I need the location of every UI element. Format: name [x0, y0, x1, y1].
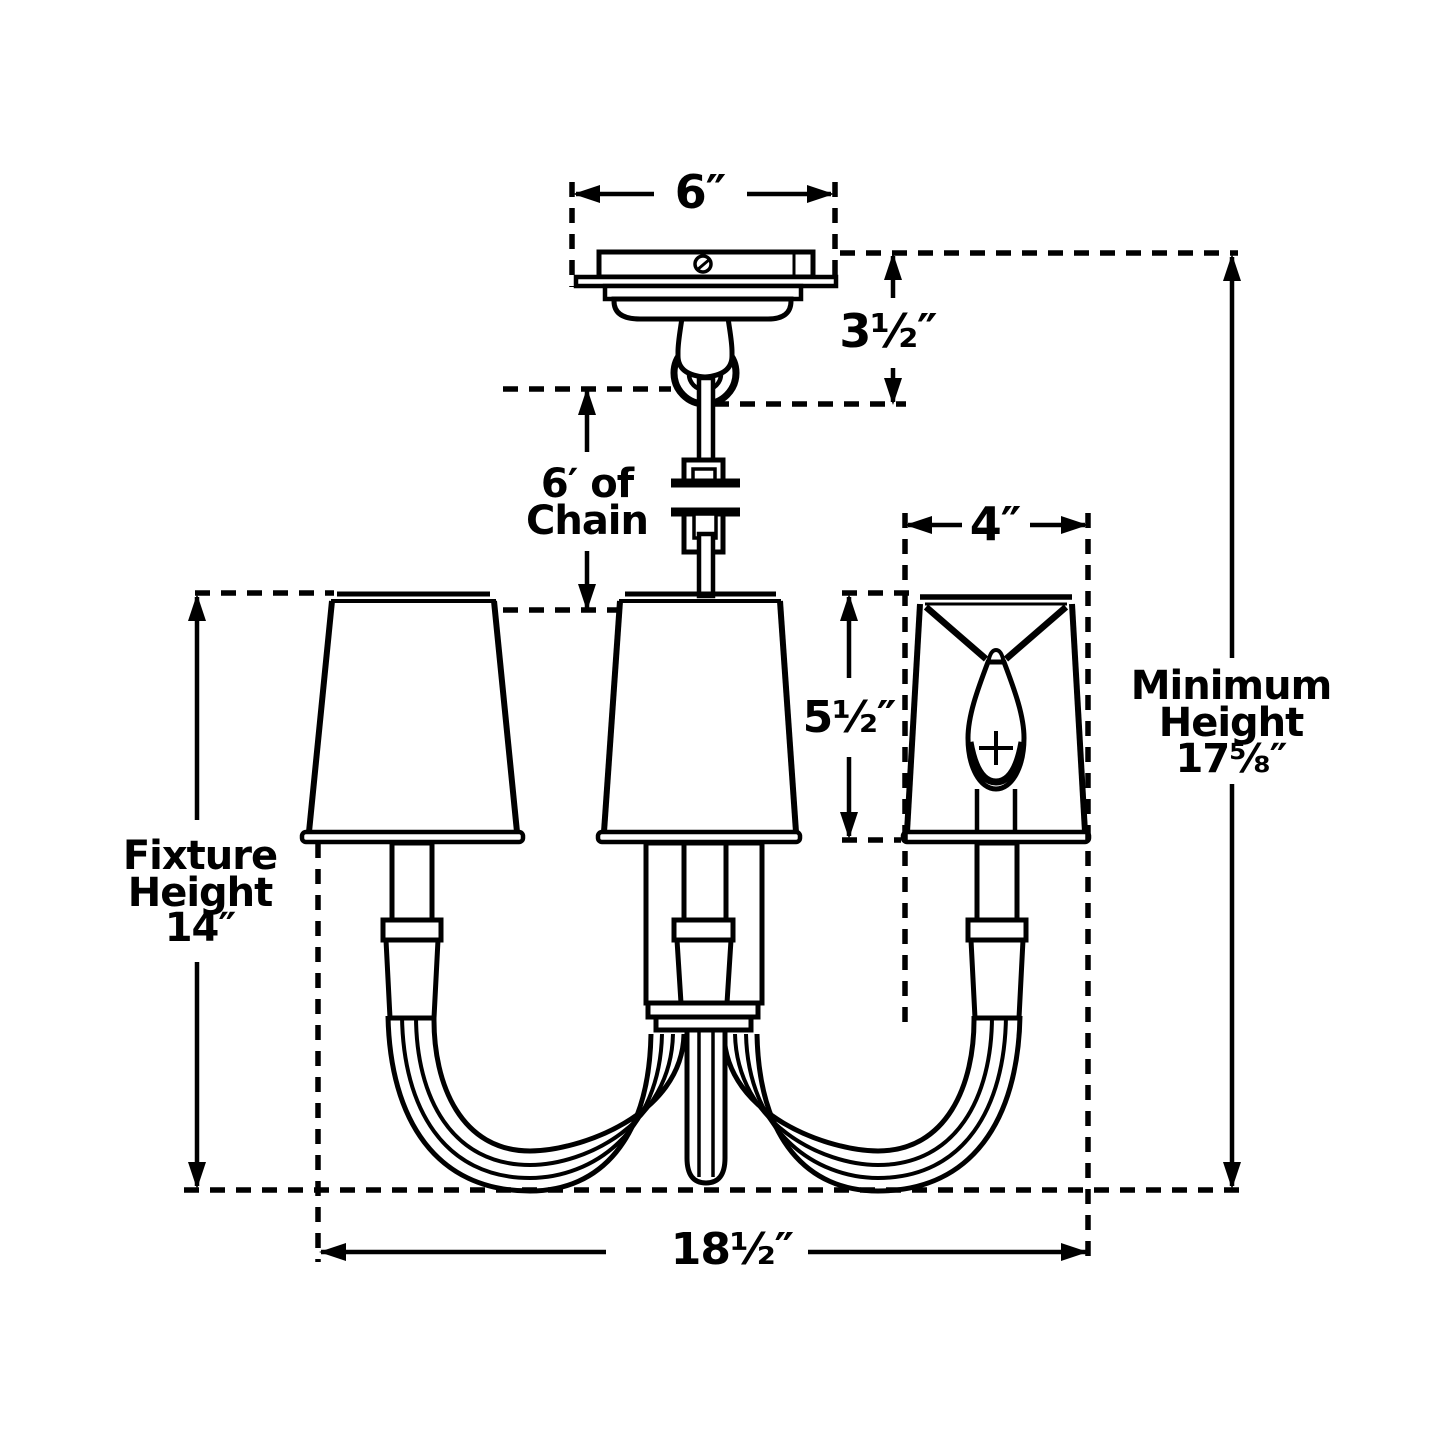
left-arm-line4 [431, 1015, 687, 1154]
arrow-up-icon [840, 594, 858, 621]
label-chain-line1: 6′ of [541, 461, 635, 507]
right-candle-sleeve [974, 840, 1020, 923]
center-shade [595, 591, 803, 845]
canopy-dome [611, 296, 794, 322]
right-arm-line3 [733, 1015, 994, 1168]
dim-canopy-width: 6″ [569, 165, 838, 287]
arrow-down-icon [578, 584, 596, 611]
arrow-down-icon [884, 378, 902, 405]
left-lamp-body [380, 840, 444, 1021]
left-arm-line2 [400, 1015, 664, 1181]
left-shade [299, 591, 526, 845]
center-shade-side-left [601, 600, 623, 833]
right-shade-detail [900, 594, 1092, 845]
candelabra-bulb [965, 659, 1027, 792]
label-minimum-height-line2: Height [1159, 700, 1304, 746]
left-shade-side-left [306, 600, 335, 833]
canopy-stem [675, 315, 735, 380]
center-shade-side-right [777, 600, 799, 833]
right-socket-collar [965, 917, 1029, 943]
label-fixture-height-line2: Height [128, 870, 273, 916]
arrow-down-icon [1223, 1162, 1241, 1189]
arrow-left-icon [905, 516, 932, 534]
canopy-screw-icon [693, 254, 713, 274]
right-shade-side-left [904, 603, 923, 833]
arrow-right-icon [807, 185, 834, 203]
left-arm [385, 1015, 687, 1194]
right-arm-line4 [721, 1015, 977, 1154]
harp-wire-right [1003, 604, 1069, 662]
left-arm-line3 [414, 1015, 675, 1168]
label-canopy-drop: 3½″ [839, 304, 937, 358]
dim-shade-height: 5½″ [803, 590, 916, 843]
hanging-chain [671, 375, 740, 599]
ceiling-canopy [573, 249, 839, 408]
arrow-down-icon [188, 1162, 206, 1189]
center-finial-drop [684, 1027, 728, 1186]
arrow-up-icon [188, 594, 206, 621]
harp-wire-left [923, 604, 989, 662]
arrow-right-icon [1061, 516, 1088, 534]
dim-chain-length: 6′ of Chain [503, 386, 671, 613]
right-lamp-body [965, 840, 1029, 1021]
arrow-up-icon [1223, 254, 1241, 281]
label-minimum-height-line3: 17⅝″ [1176, 736, 1287, 782]
right-arm [721, 1015, 1023, 1194]
label-shade-width: 4″ [970, 497, 1021, 551]
arrow-right-icon [1061, 1243, 1088, 1261]
dim-canopy-drop: 3½″ [714, 250, 1238, 407]
left-bobeche [383, 937, 441, 1021]
chain-bar-lower [696, 531, 716, 599]
label-fixture-width: 18½″ [671, 1224, 794, 1275]
dim-minimum-height: Minimum Height 17⅝″ [1131, 254, 1332, 1189]
dim-fixture-height: Fixture Height 14″ [123, 590, 1243, 1193]
chain-bar-upper [696, 375, 716, 465]
label-canopy-width: 6″ [675, 165, 726, 219]
center-socket-collar [671, 917, 736, 943]
center-column-and-hub [643, 840, 765, 1186]
right-shade-side-right [1069, 603, 1088, 833]
arrow-left-icon [319, 1243, 346, 1261]
arrow-up-icon [884, 253, 902, 280]
arrow-up-icon [578, 388, 596, 415]
right-arm-line2 [744, 1015, 1008, 1181]
label-minimum-height-line1: Minimum [1131, 663, 1332, 709]
arrow-down-icon [840, 812, 858, 839]
left-candle-sleeve [389, 840, 435, 923]
left-shade-side-right [491, 600, 520, 833]
dim-fixture-width: 18½″ [315, 843, 1088, 1275]
label-fixture-height-line3: 14″ [165, 905, 236, 951]
dim-shade-width: 4″ [902, 497, 1091, 1262]
canopy-screw-slot [696, 257, 711, 272]
center-bobeche [674, 937, 734, 1006]
label-fixture-height-line1: Fixture [123, 833, 277, 879]
left-socket-collar [380, 917, 444, 943]
label-shade-height: 5½″ [803, 692, 896, 743]
center-candle-sleeve [681, 840, 729, 923]
right-bobeche [968, 937, 1026, 1021]
arrow-left-icon [573, 185, 600, 203]
label-chain-line2: Chain [526, 498, 648, 544]
bulb-socket-crescent [966, 741, 1026, 786]
